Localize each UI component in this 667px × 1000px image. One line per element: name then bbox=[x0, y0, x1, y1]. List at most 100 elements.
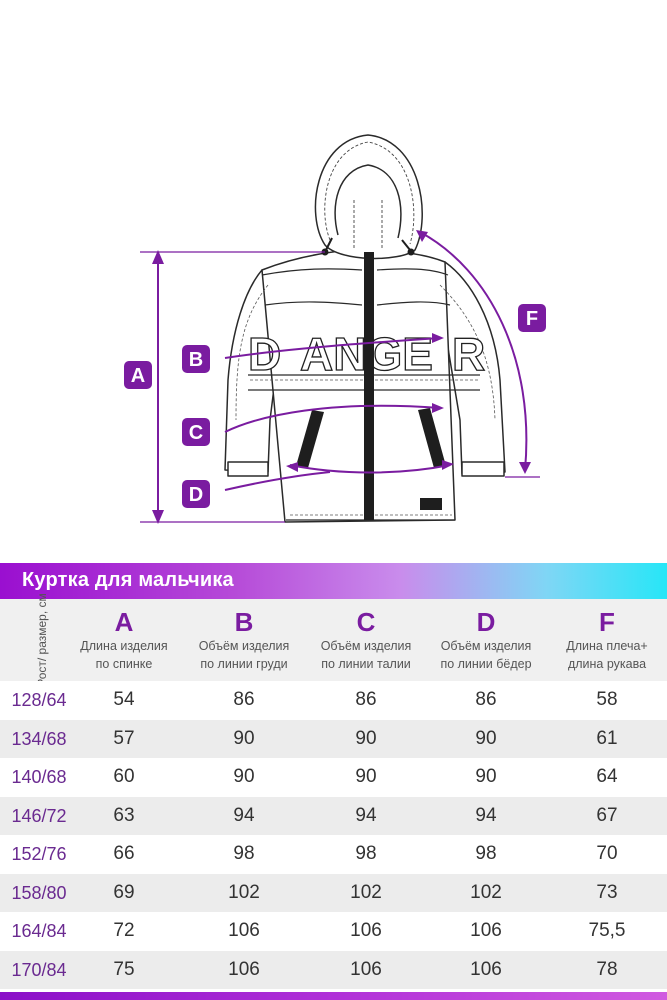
size-cell: 128/64 bbox=[11, 690, 67, 710]
column-letter: D bbox=[476, 607, 496, 637]
value-cell-a: 69 bbox=[113, 881, 135, 903]
value-cell-c: 102 bbox=[350, 881, 382, 903]
value-cell-f: 73 bbox=[596, 881, 618, 903]
column-letter: F bbox=[599, 607, 615, 637]
value-cell-a: 54 bbox=[113, 689, 135, 710]
value-cell-d: 106 bbox=[470, 920, 502, 941]
jacket-print-d: D bbox=[248, 328, 281, 380]
table-row: 140/68 60 90 90 90 64 bbox=[0, 758, 667, 797]
value-cell-b: 94 bbox=[233, 804, 255, 826]
value-cell-b: 86 bbox=[233, 689, 255, 710]
value-cell-d: 86 bbox=[475, 689, 497, 710]
table-row: 170/84 75 106 106 106 78 bbox=[0, 950, 667, 989]
value-cell-a: 75 bbox=[113, 958, 135, 980]
size-cell: 140/68 bbox=[11, 767, 67, 787]
bottom-accent-bar bbox=[0, 992, 667, 1000]
column-header-d: D Объём изделия по линии бёдер bbox=[426, 599, 546, 681]
value-cell-c: 86 bbox=[355, 689, 377, 710]
value-cell-b: 90 bbox=[233, 766, 255, 787]
jacket-tag bbox=[420, 498, 442, 510]
measure-line-f bbox=[419, 231, 528, 471]
value-cell-a: 72 bbox=[113, 920, 135, 941]
size-cell: 170/84 bbox=[11, 959, 67, 980]
label-f-badge: F bbox=[518, 304, 546, 332]
value-cell-b: 102 bbox=[228, 881, 260, 903]
value-cell-a: 66 bbox=[113, 843, 135, 864]
size-header-label: Рост/ размер, см bbox=[35, 593, 49, 687]
zipper bbox=[364, 252, 374, 520]
column-letter: B bbox=[234, 607, 254, 637]
measure-line-c bbox=[224, 404, 441, 433]
value-cell-d: 94 bbox=[475, 804, 497, 826]
column-desc-line2: по линии талии bbox=[321, 657, 411, 671]
value-cell-a: 57 bbox=[113, 727, 135, 749]
size-cell: 152/76 bbox=[11, 844, 67, 864]
value-cell-f: 58 bbox=[596, 689, 618, 710]
column-header-a: A Длина изделия по спинке bbox=[72, 599, 176, 681]
table-row: 134/68 57 90 90 90 61 bbox=[0, 719, 667, 758]
svg-text:C: C bbox=[189, 422, 203, 444]
value-cell-d: 90 bbox=[475, 727, 497, 749]
jacket-body bbox=[261, 249, 456, 523]
table-row: 158/80 69 102 102 102 73 bbox=[0, 873, 667, 912]
value-cell-b: 90 bbox=[233, 727, 255, 749]
column-desc-line2: по линии бёдер bbox=[440, 657, 532, 671]
column-header-c: C Объём изделия по линии талии bbox=[306, 599, 426, 681]
column-header-b: B Объём изделия по линии груди bbox=[184, 599, 304, 681]
value-cell-b: 106 bbox=[228, 958, 260, 980]
value-cell-a: 63 bbox=[113, 804, 135, 826]
size-cell: 146/72 bbox=[11, 805, 67, 826]
table-row: 128/64 54 86 86 86 58 bbox=[0, 681, 667, 720]
column-desc-line2: по спинке bbox=[95, 657, 153, 671]
svg-text:B: B bbox=[189, 349, 203, 371]
pockets bbox=[296, 408, 446, 468]
value-cell-d: 90 bbox=[475, 766, 497, 787]
value-cell-c: 90 bbox=[355, 766, 377, 787]
size-cell: 134/68 bbox=[11, 728, 67, 749]
label-c-badge: C bbox=[182, 418, 210, 446]
size-cell: 158/80 bbox=[11, 882, 67, 903]
value-cell-f: 78 bbox=[596, 958, 618, 980]
svg-text:F: F bbox=[526, 308, 538, 330]
measure-line-b bbox=[224, 337, 441, 359]
value-cell-b: 98 bbox=[233, 843, 255, 864]
label-a-badge: A bbox=[124, 361, 152, 389]
column-desc-line1: Длина плеча+ bbox=[566, 639, 648, 653]
title-banner: Куртка для мальчика bbox=[0, 563, 667, 599]
column-letter: A bbox=[114, 607, 134, 637]
value-cell-f: 75,5 bbox=[588, 920, 626, 941]
size-header: Рост/ размер, см bbox=[2, 593, 82, 687]
table-row: 152/76 66 98 98 98 70 bbox=[0, 835, 667, 874]
value-cell-c: 98 bbox=[355, 843, 377, 864]
value-cell-c: 106 bbox=[350, 958, 382, 980]
value-cell-f: 64 bbox=[596, 766, 618, 787]
left-cuff bbox=[227, 461, 269, 477]
value-cell-a: 60 bbox=[113, 766, 135, 787]
value-cell-f: 67 bbox=[596, 804, 618, 826]
svg-text:A: A bbox=[131, 365, 145, 387]
value-cell-f: 70 bbox=[596, 843, 618, 864]
column-desc-line1: Объём изделия bbox=[198, 639, 290, 653]
value-cell-c: 106 bbox=[350, 920, 382, 941]
column-desc-line2: по линии груди bbox=[200, 657, 288, 671]
table-row: 146/72 63 94 94 94 67 bbox=[0, 796, 667, 835]
column-header-f: F Длина плеча+ длина рукава bbox=[552, 599, 662, 681]
right-cuff bbox=[461, 461, 505, 477]
value-cell-f: 61 bbox=[596, 727, 618, 749]
measure-line-d bbox=[224, 471, 331, 491]
column-desc-line1: Объём изделия bbox=[320, 639, 412, 653]
column-desc-line1: Объём изделия bbox=[440, 639, 532, 653]
value-cell-c: 94 bbox=[355, 804, 377, 826]
label-d-badge: D bbox=[182, 480, 210, 508]
jacket-diagram: D ANGE R bbox=[124, 134, 546, 524]
value-cell-d: 106 bbox=[470, 958, 502, 980]
value-cell-b: 106 bbox=[228, 920, 260, 941]
table-row: 164/84 72 106 106 106 75,5 bbox=[0, 912, 667, 951]
banner-title: Куртка для мальчика bbox=[22, 569, 234, 591]
label-b-badge: B bbox=[182, 345, 210, 373]
column-desc-line2: длина рукава bbox=[567, 657, 647, 671]
svg-text:D: D bbox=[189, 484, 203, 506]
column-desc-line1: Длина изделия bbox=[80, 639, 168, 653]
value-cell-d: 98 bbox=[475, 843, 497, 864]
value-cell-c: 90 bbox=[355, 727, 377, 749]
